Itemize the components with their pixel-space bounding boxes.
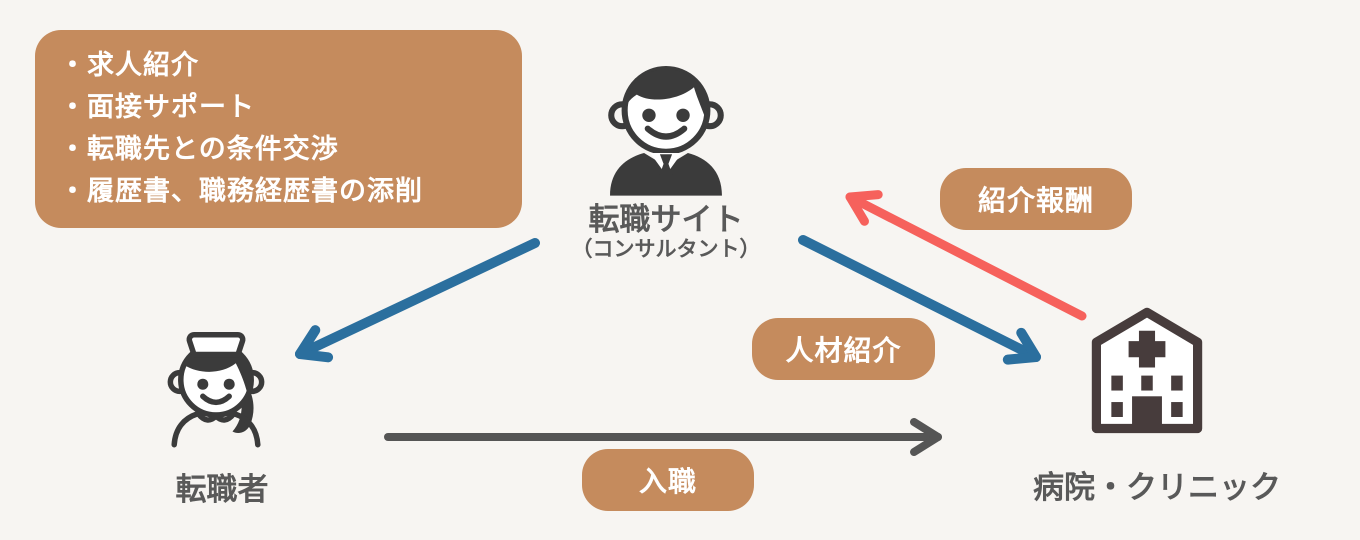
consultant-label: 転職サイト (588, 202, 744, 238)
businessman-icon (608, 65, 724, 196)
nurse-icon (167, 331, 265, 448)
badge-joining: 入職 (582, 449, 754, 511)
services-box: ・求人紹介 ・面接サポート ・転職先との条件交渉 ・履歴書、職務経歴書の添削 (35, 30, 522, 228)
badge-talent-referral: 人材紹介 (752, 318, 935, 380)
consultant-sublabel: （コンサルタント） (571, 237, 761, 261)
hospital-building-icon (1091, 307, 1203, 434)
service-item: ・転職先との条件交渉 (59, 134, 339, 165)
service-item: ・求人紹介 (59, 50, 199, 81)
arrow-site-to-jobchanger (295, 238, 540, 363)
badge-referral-fee: 紹介報酬 (940, 168, 1132, 230)
service-item: ・履歴書、職務経歴書の添削 (59, 176, 423, 207)
service-item: ・面接サポート (59, 92, 255, 123)
job-changer-label: 転職者 (175, 472, 269, 508)
hospital-label: 病院・クリニック (1033, 470, 1281, 506)
